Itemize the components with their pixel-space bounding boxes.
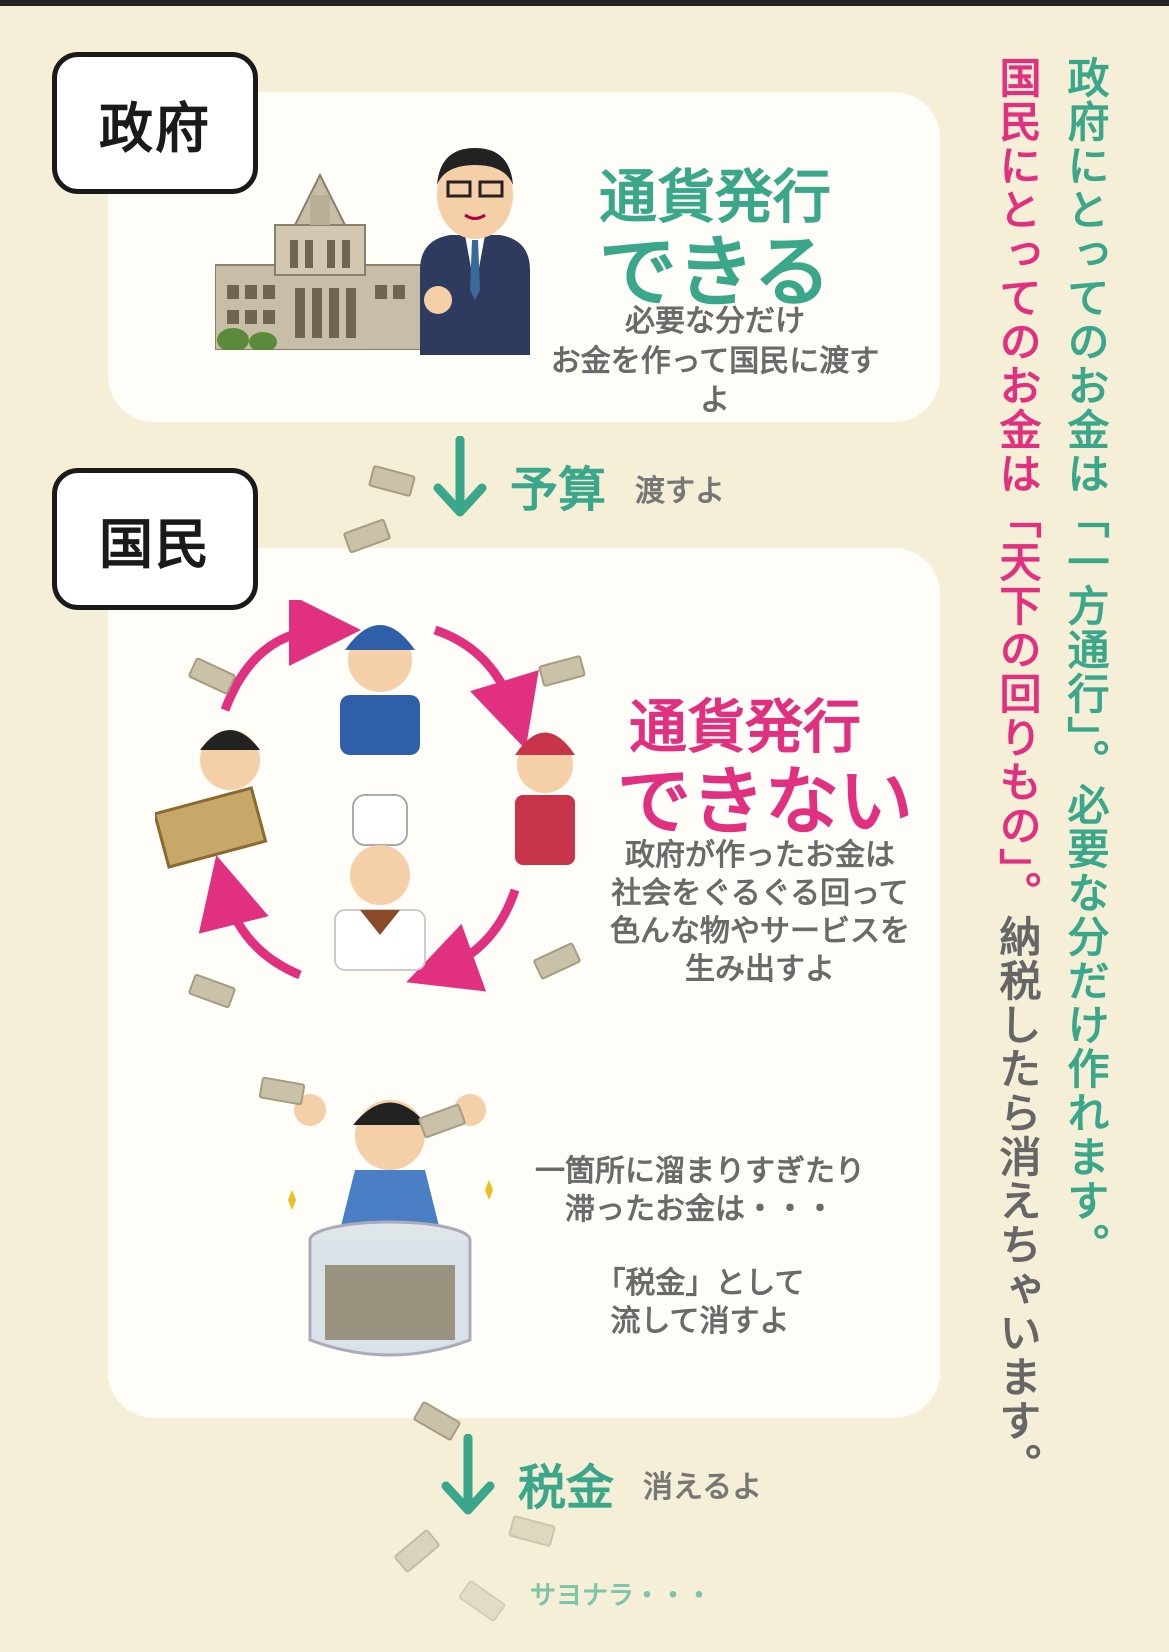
tax-label: 税金 [518,1460,615,1516]
tax-line1: 「税金」として [595,1266,805,1301]
vertical-text-government: 政府にとってのお金は「一方通行」。必要な分だけ作れます。 [1061,56,1110,1267]
tax-sub: 消えるよ [643,1470,763,1505]
vertical-text-people-rest: 納税したら消えちゃいます。 [993,915,1042,1487]
vertical-text-people-highlight: 国民にとってのお金は「天下の回りもの」。 [993,56,1042,915]
gov-title-line2: できる [598,228,832,318]
people-title-line2: できない [617,759,913,845]
bill-icon [393,1528,441,1574]
diet-building-illustration [215,172,425,350]
people-tag: 国民 [52,468,258,610]
gov-title-line1: 通貨発行 [598,163,831,231]
stuck-line1: 一箇所に溜まりすぎたり [535,1154,865,1189]
people-desc-line4: 生み出すよ [685,952,835,987]
stuck-line2: 滞ったお金は・・・ [565,1192,835,1227]
bill-icon [367,464,417,498]
bill-icon [457,1579,507,1623]
gov-desc-line2: お金を作って国民に渡すよ [550,344,880,418]
gov-desc-line1: 必要な分だけ [625,304,805,339]
budget-sub: 渡すよ [635,474,725,509]
people-desc-line3: 色んな物やサービスを [610,914,910,949]
down-arrow-icon [433,436,487,517]
down-arrow-icon-tax [441,1434,495,1515]
money-circulation-illustration [155,600,575,992]
top-border [0,0,1169,6]
vertical-text-people: 国民にとってのお金は「天下の回りもの」。納税したら消えちゃいます。 [993,56,1042,1487]
people-desc-line2: 社会をぐるぐる回って [611,876,909,911]
people-title-line1: 通貨発行 [628,693,861,761]
people-desc-line1: 政府が作ったお金は [625,838,895,873]
goodbye-text: サヨナラ・・・ [530,1581,713,1611]
money-jar-illustration [288,1094,493,1357]
government-tag: 政府 [52,52,258,194]
budget-label: 予算 [510,462,607,518]
bill-icon [507,1514,557,1548]
tax-line2: 流して消すよ [610,1304,790,1339]
politician-illustration [420,148,530,355]
